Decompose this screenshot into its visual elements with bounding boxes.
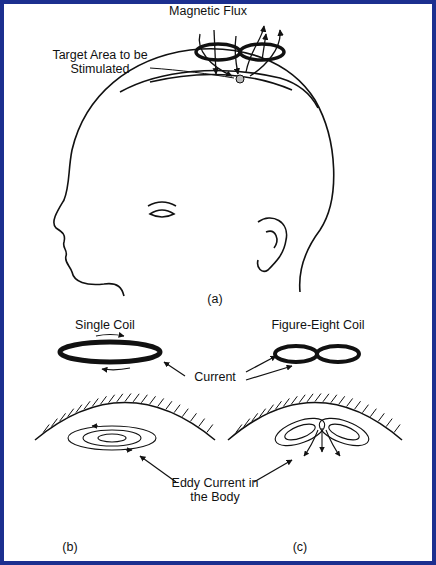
eddy-current — [68, 413, 372, 456]
current-arrow — [102, 368, 130, 370]
panel-label: (a) — [195, 292, 235, 306]
panel-label: (b) — [50, 540, 90, 554]
leader-line — [150, 68, 234, 78]
target-spot — [236, 75, 244, 83]
flux-lines — [199, 26, 280, 76]
current-arrow — [96, 335, 124, 337]
flux-label: Magnetic Flux — [148, 4, 268, 18]
eddy-label: Eddy Current in the Body — [170, 476, 260, 504]
current-label: Current — [185, 370, 245, 384]
target-label: Target Area to be Stimulated — [50, 48, 150, 76]
head-profile — [54, 49, 334, 296]
panel-label: (c) — [280, 540, 320, 554]
coil-label: Figure-Eight Coil — [253, 318, 383, 332]
figure-eight-coil — [275, 346, 359, 362]
coil-label: Single Coil — [55, 318, 155, 332]
single-coil — [60, 342, 160, 362]
